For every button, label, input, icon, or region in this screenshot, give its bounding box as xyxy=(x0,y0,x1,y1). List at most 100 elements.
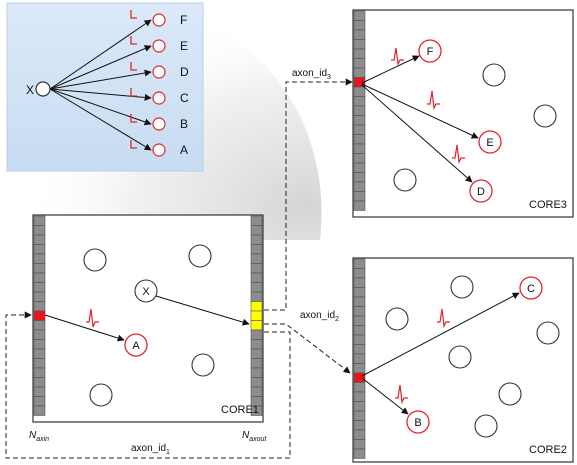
core1-neuron-a-label: A xyxy=(132,340,140,352)
core3-synapse-to-f xyxy=(361,55,420,84)
axon-out-cell xyxy=(250,291,263,302)
axon-in-cell xyxy=(353,96,366,107)
axon-in-cell xyxy=(33,272,46,283)
axon-in-cell xyxy=(353,48,366,59)
axon-in-active-cell xyxy=(353,372,366,383)
core2-neuron xyxy=(474,414,498,438)
axon-out-cell xyxy=(250,215,263,226)
axon-in-cell xyxy=(353,325,366,336)
inset-target-neuron xyxy=(152,65,166,79)
axon-in-cell xyxy=(353,420,366,431)
axon-out-cell xyxy=(250,358,263,369)
inset-connection xyxy=(49,45,152,90)
delay-icon xyxy=(130,36,137,45)
inset-target-neuron xyxy=(152,117,166,131)
axon-in-cell xyxy=(33,234,46,245)
axon-in-cell xyxy=(33,396,46,407)
core1-axon-in-strip xyxy=(33,215,46,416)
core3-neuron-e-label: E xyxy=(486,137,493,149)
core2-neuron xyxy=(498,382,522,406)
axon-out-active-cell xyxy=(250,310,263,321)
inset-target-label: C xyxy=(180,91,189,105)
core3-label: CORE3 xyxy=(529,199,567,211)
axon-in-cell xyxy=(353,277,366,288)
inset-target-neuron xyxy=(152,91,166,105)
core3-frame xyxy=(352,9,574,218)
axon-in-cell xyxy=(33,282,46,293)
delay-icon xyxy=(130,10,137,19)
axon-out-active-cell xyxy=(250,301,263,312)
axon-in-cell xyxy=(353,344,366,355)
naxin-label: Naxin xyxy=(29,430,49,443)
core3-neuron-f xyxy=(418,39,442,63)
axon-out-cell xyxy=(250,386,263,397)
core3-synapse-to-e xyxy=(361,83,479,139)
core2: C B CORE2 xyxy=(352,257,574,463)
core3-neuron-f-label: F xyxy=(427,46,434,58)
axon-in-cell xyxy=(33,329,46,340)
axon-in-cell xyxy=(33,339,46,350)
axon-in-cell xyxy=(33,215,46,226)
core2-neuron-c-label: C xyxy=(527,283,535,295)
axon-in-cell xyxy=(33,358,46,369)
core2-neuron xyxy=(450,275,474,299)
inset-source-neuron xyxy=(35,81,51,97)
core1-synapse-to-a xyxy=(44,314,125,342)
inset-connection xyxy=(49,69,152,90)
core3-neuron xyxy=(393,168,417,192)
axon-out-cell xyxy=(250,348,263,359)
core1-frame xyxy=(32,214,264,423)
delay-icon xyxy=(130,62,137,71)
axon-out-cell xyxy=(250,225,263,236)
axon-in-cell xyxy=(353,58,366,69)
core1-label: CORE1 xyxy=(221,404,259,416)
core3-axon-in-strip xyxy=(353,10,366,211)
spike-icon xyxy=(391,47,404,67)
inset-target-neuron xyxy=(152,143,166,157)
axon-in-cell xyxy=(353,20,366,31)
axon-in-cell xyxy=(353,268,366,279)
axon-in-cell xyxy=(353,172,366,183)
inset-connection xyxy=(49,88,152,151)
axon-in-cell xyxy=(353,181,366,192)
axon-in-cell xyxy=(33,405,46,416)
delay-icon xyxy=(130,114,137,123)
route-to-core3 xyxy=(264,78,353,311)
core2-synapse-to-c xyxy=(361,292,520,377)
axon-in-cell xyxy=(33,320,46,331)
core2-neuron xyxy=(448,345,472,369)
core3-neuron xyxy=(482,63,506,87)
axon-id2-label: axon_id2 xyxy=(300,310,339,323)
inset-target-label: D xyxy=(180,65,189,79)
axon-in-cell xyxy=(33,377,46,388)
inset-source-label: X xyxy=(26,83,34,97)
axon-in-cell xyxy=(353,143,366,154)
axon-id3-label: axon_id3 xyxy=(292,68,331,81)
routing-links xyxy=(5,78,353,459)
axon-in-cell xyxy=(33,225,46,236)
axon-out-active-cell xyxy=(250,320,263,331)
axon-in-cell xyxy=(33,301,46,312)
axon-in-cell xyxy=(33,263,46,274)
axon-in-cell xyxy=(353,401,366,412)
spike-icon xyxy=(395,384,408,405)
axon-out-cell xyxy=(250,244,263,255)
core2-label: CORE2 xyxy=(529,444,567,456)
spike-icon xyxy=(427,90,440,111)
axon-out-cell xyxy=(250,263,263,274)
inset-target-label: A xyxy=(180,143,188,157)
axon-out-cell xyxy=(250,329,263,340)
axon-in-cell xyxy=(353,363,366,374)
axon-in-cell xyxy=(353,334,366,345)
core2-neuron xyxy=(536,321,560,345)
core1: X A CORE1 xyxy=(32,214,264,423)
axon-in-cell xyxy=(353,391,366,402)
route-to-core2 xyxy=(264,323,351,374)
inset-target-neuron xyxy=(152,39,166,53)
axon-in-cell xyxy=(353,258,366,269)
axon-in-cell xyxy=(353,410,366,421)
core1-axon-out-strip xyxy=(250,215,263,416)
core3-synapse-to-d xyxy=(361,84,473,183)
axon-in-cell xyxy=(353,296,366,307)
core2-neuron-b-label: B xyxy=(414,417,421,429)
